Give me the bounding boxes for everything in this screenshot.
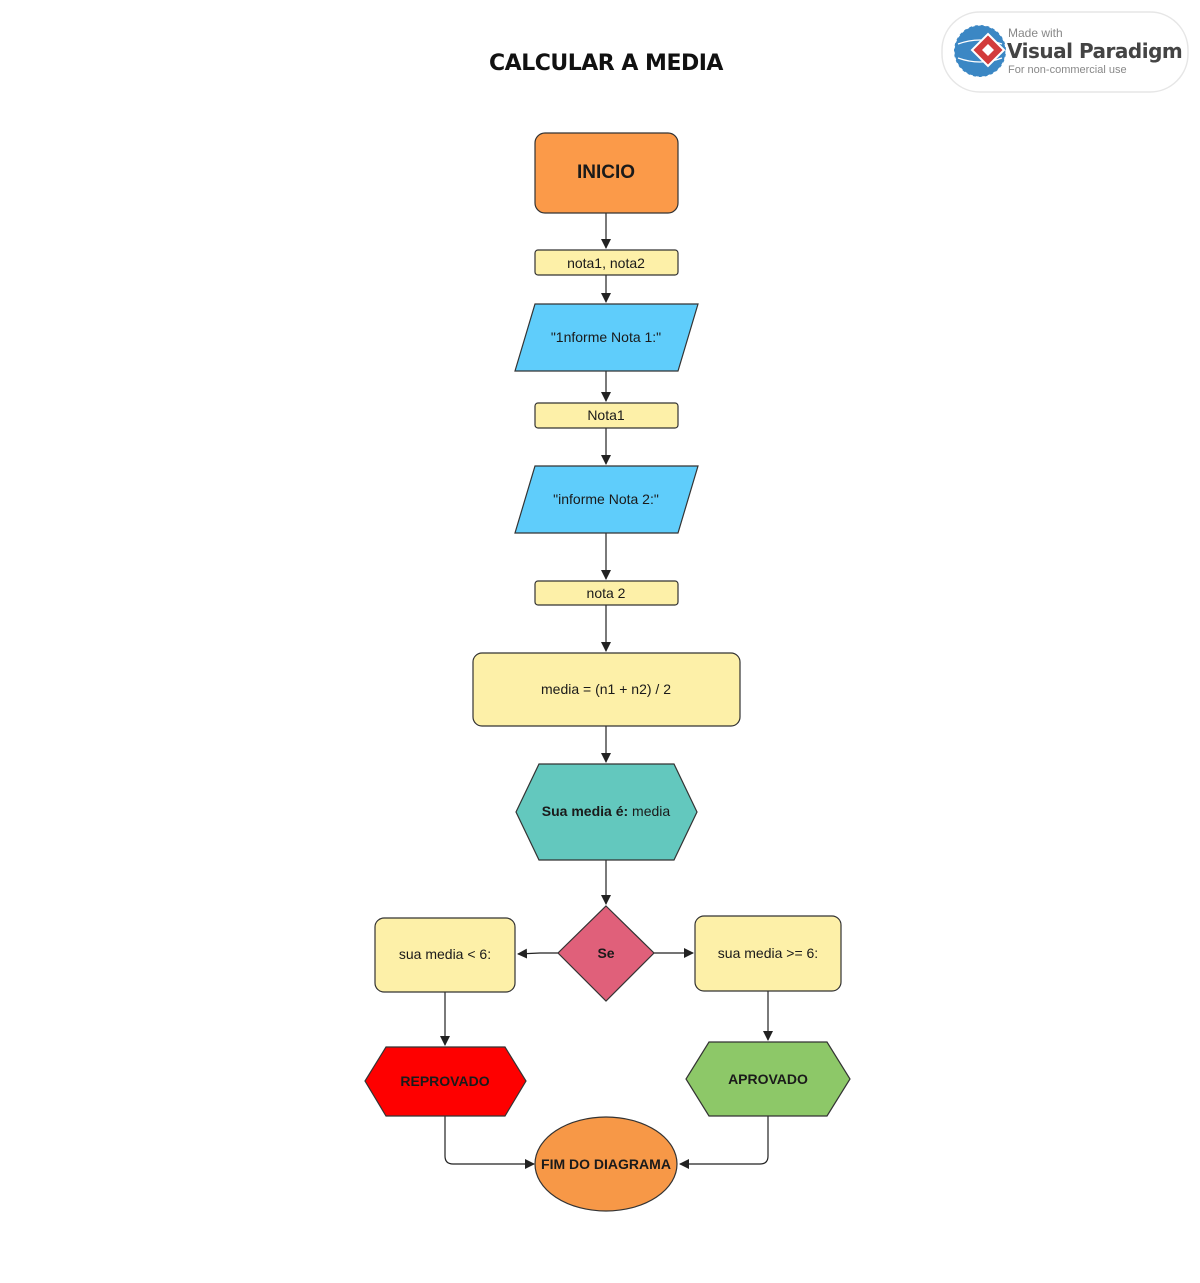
watermark-made-with: Made with [1008,26,1063,40]
node-fim-label: FIM DO DIAGRAMA [541,1156,671,1172]
node-inicio-label: INICIO [577,162,635,183]
edge-decision-lt [517,948,558,959]
node-input2-label: nota 2 [587,585,626,601]
node-display-label-rest: media [628,803,670,819]
node-aprovado-label: APROVADO [728,1071,808,1087]
node-input2[interactable]: nota 2 [534,580,679,606]
node-display[interactable]: Sua media é: media [515,763,698,861]
node-calc[interactable]: media = (n1 + n2) / 2 [472,652,741,727]
watermark-license: For non-commercial use [1008,64,1127,76]
node-vars-label: nota1, nota2 [567,255,645,271]
node-vars[interactable]: nota1, nota2 [534,249,679,276]
node-decision[interactable]: Se [557,905,655,1002]
node-display-label: Sua media é: media [542,803,671,819]
node-prompt2-label: "informe Nota 2:" [553,491,659,507]
node-prompt1[interactable]: "1nforme Nota 1:" [514,303,699,372]
node-reprovado-label: REPROVADO [400,1073,489,1089]
node-aprovado[interactable]: APROVADO [685,1041,851,1117]
visual-paradigm-watermark: Made with Visual Paradigm For non-commer… [941,11,1189,93]
edge-aprovado-fim [679,1116,769,1169]
node-cond-ge[interactable]: sua media >= 6: [694,915,842,992]
node-input1[interactable]: Nota1 [534,402,679,429]
node-display-label-bold: Sua media é: [542,803,628,819]
node-calc-label: media = (n1 + n2) / 2 [541,681,671,697]
node-decision-label: Se [597,945,614,961]
node-inicio[interactable]: INICIO [534,132,679,214]
node-prompt2[interactable]: "informe Nota 2:" [514,465,699,534]
node-prompt1-label: "1nforme Nota 1:" [551,329,661,345]
node-cond-lt[interactable]: sua media < 6: [374,917,516,993]
edge-reprovado-fim [444,1116,535,1169]
node-cond-lt-label: sua media < 6: [399,946,491,962]
watermark-brand: Visual Paradigm [1007,39,1182,63]
edges [440,213,773,1169]
node-reprovado[interactable]: REPROVADO [364,1046,527,1117]
diagram-title: CALCULAR A MEDIA [489,51,723,76]
node-cond-ge-label: sua media >= 6: [718,945,818,961]
node-input1-label: Nota1 [587,407,625,423]
node-fim[interactable]: FIM DO DIAGRAMA [534,1116,678,1212]
visual-paradigm-logo-icon [953,24,1007,78]
